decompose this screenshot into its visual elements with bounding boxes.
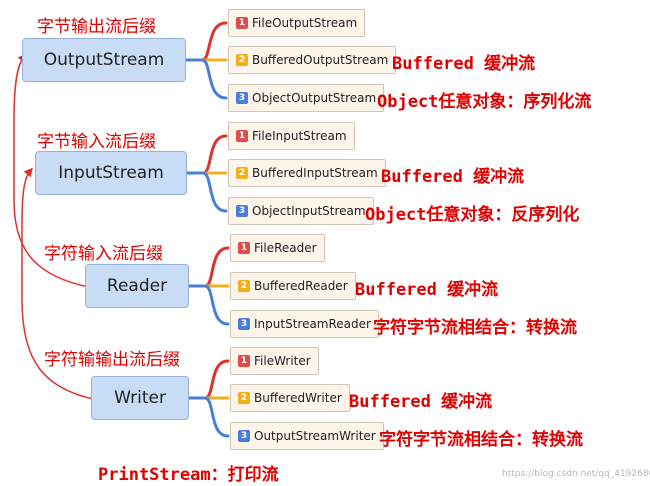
child-bufferedinputstream[interactable]: 2 BufferedInputStream xyxy=(228,159,386,187)
priority-1-icon: 1 xyxy=(236,130,248,142)
connector-outputstream-3 xyxy=(184,58,228,100)
note-printstream: PrintStream：打印流 xyxy=(98,465,279,485)
child-bufferedwriter[interactable]: 2 BufferedWriter xyxy=(230,384,350,412)
priority-1-icon: 1 xyxy=(238,242,250,254)
priority-3-icon: 3 xyxy=(238,318,250,330)
priority-1-icon: 1 xyxy=(236,17,248,29)
priority-2-icon: 2 xyxy=(238,280,250,292)
priority-3-icon: 3 xyxy=(236,92,248,104)
heading-reader: 字符输入流后缀 xyxy=(44,244,163,264)
heading-writer: 字符输输出流后缀 xyxy=(44,350,180,370)
priority-3-icon: 3 xyxy=(238,430,250,442)
heading-inputstream: 字节输入流后缀 xyxy=(37,132,156,152)
node-inputstream[interactable]: InputStream xyxy=(35,151,187,195)
child-label: FileWriter xyxy=(254,354,311,368)
child-fileinputstream[interactable]: 1 FileInputStream xyxy=(228,122,355,150)
node-writer[interactable]: Writer xyxy=(91,376,189,420)
child-label: FileOutputStream xyxy=(252,16,358,30)
priority-2-icon: 2 xyxy=(238,392,250,404)
child-objectinputstream[interactable]: 3 ObjectInputStream xyxy=(228,197,374,225)
note-bufferedreader: Buffered 缓冲流 xyxy=(355,280,499,300)
child-inputstreamreader[interactable]: 3 InputStreamReader xyxy=(230,310,379,338)
child-filereader[interactable]: 1 FileReader xyxy=(230,234,325,262)
child-label: FileReader xyxy=(254,241,317,255)
connector-writer-3 xyxy=(187,396,230,438)
connector-reader-1 xyxy=(187,246,230,288)
note-bufferedoutputstream: Buffered 缓冲流 xyxy=(392,54,536,74)
connector-outputstream-1 xyxy=(184,21,228,62)
writer-to-inputstream-arrow xyxy=(21,167,94,400)
child-label: BufferedReader xyxy=(254,279,348,293)
child-bufferedoutputstream[interactable]: 2 BufferedOutputStream xyxy=(228,46,397,74)
child-fileoutputstream[interactable]: 1 FileOutputStream xyxy=(228,9,366,37)
note-bufferedwriter: Buffered 缓冲流 xyxy=(349,392,493,412)
node-outputstream[interactable]: OutputStream xyxy=(22,38,186,82)
priority-1-icon: 1 xyxy=(238,355,250,367)
connector-inputstream-3 xyxy=(185,171,228,213)
child-label: FileInputStream xyxy=(252,129,347,143)
note-objectinputstream: Object任意对象：反序列化 xyxy=(365,205,580,225)
child-label: BufferedWriter xyxy=(254,391,342,405)
priority-2-icon: 2 xyxy=(236,167,248,179)
note-bufferedinputstream: Buffered 缓冲流 xyxy=(381,167,525,187)
priority-2-icon: 2 xyxy=(236,54,248,66)
child-label: OutputStreamWriter xyxy=(254,429,376,443)
watermark: https://blog.csdn.net/qq_41926804 xyxy=(502,469,650,479)
child-filewriter[interactable]: 1 FileWriter xyxy=(230,347,319,375)
child-label: BufferedInputStream xyxy=(252,166,378,180)
connector-reader-3 xyxy=(187,284,230,326)
node-reader[interactable]: Reader xyxy=(85,264,189,308)
child-objectoutputstream[interactable]: 3 ObjectOutputStream xyxy=(228,84,385,112)
connector-inputstream-1 xyxy=(185,134,228,175)
reader-to-outputstream-arrow xyxy=(13,53,89,288)
heading-outputstream: 字节输出流后缀 xyxy=(37,17,156,37)
child-label: ObjectInputStream xyxy=(252,204,366,218)
child-label: ObjectOutputStream xyxy=(252,91,377,105)
connector-writer-1 xyxy=(187,359,230,400)
note-objectoutputstream: Object任意对象：序列化流 xyxy=(377,92,592,112)
note-inputstreamreader: 字符字节流相结合：转换流 xyxy=(373,318,577,338)
child-bufferedreader[interactable]: 2 BufferedReader xyxy=(230,272,356,300)
child-label: BufferedOutputStream xyxy=(252,53,389,67)
note-outputstreamwriter: 字符字节流相结合：转换流 xyxy=(379,430,583,450)
child-outputstreamwriter[interactable]: 3 OutputStreamWriter xyxy=(230,422,384,450)
priority-3-icon: 3 xyxy=(236,205,248,217)
child-label: InputStreamReader xyxy=(254,317,371,331)
